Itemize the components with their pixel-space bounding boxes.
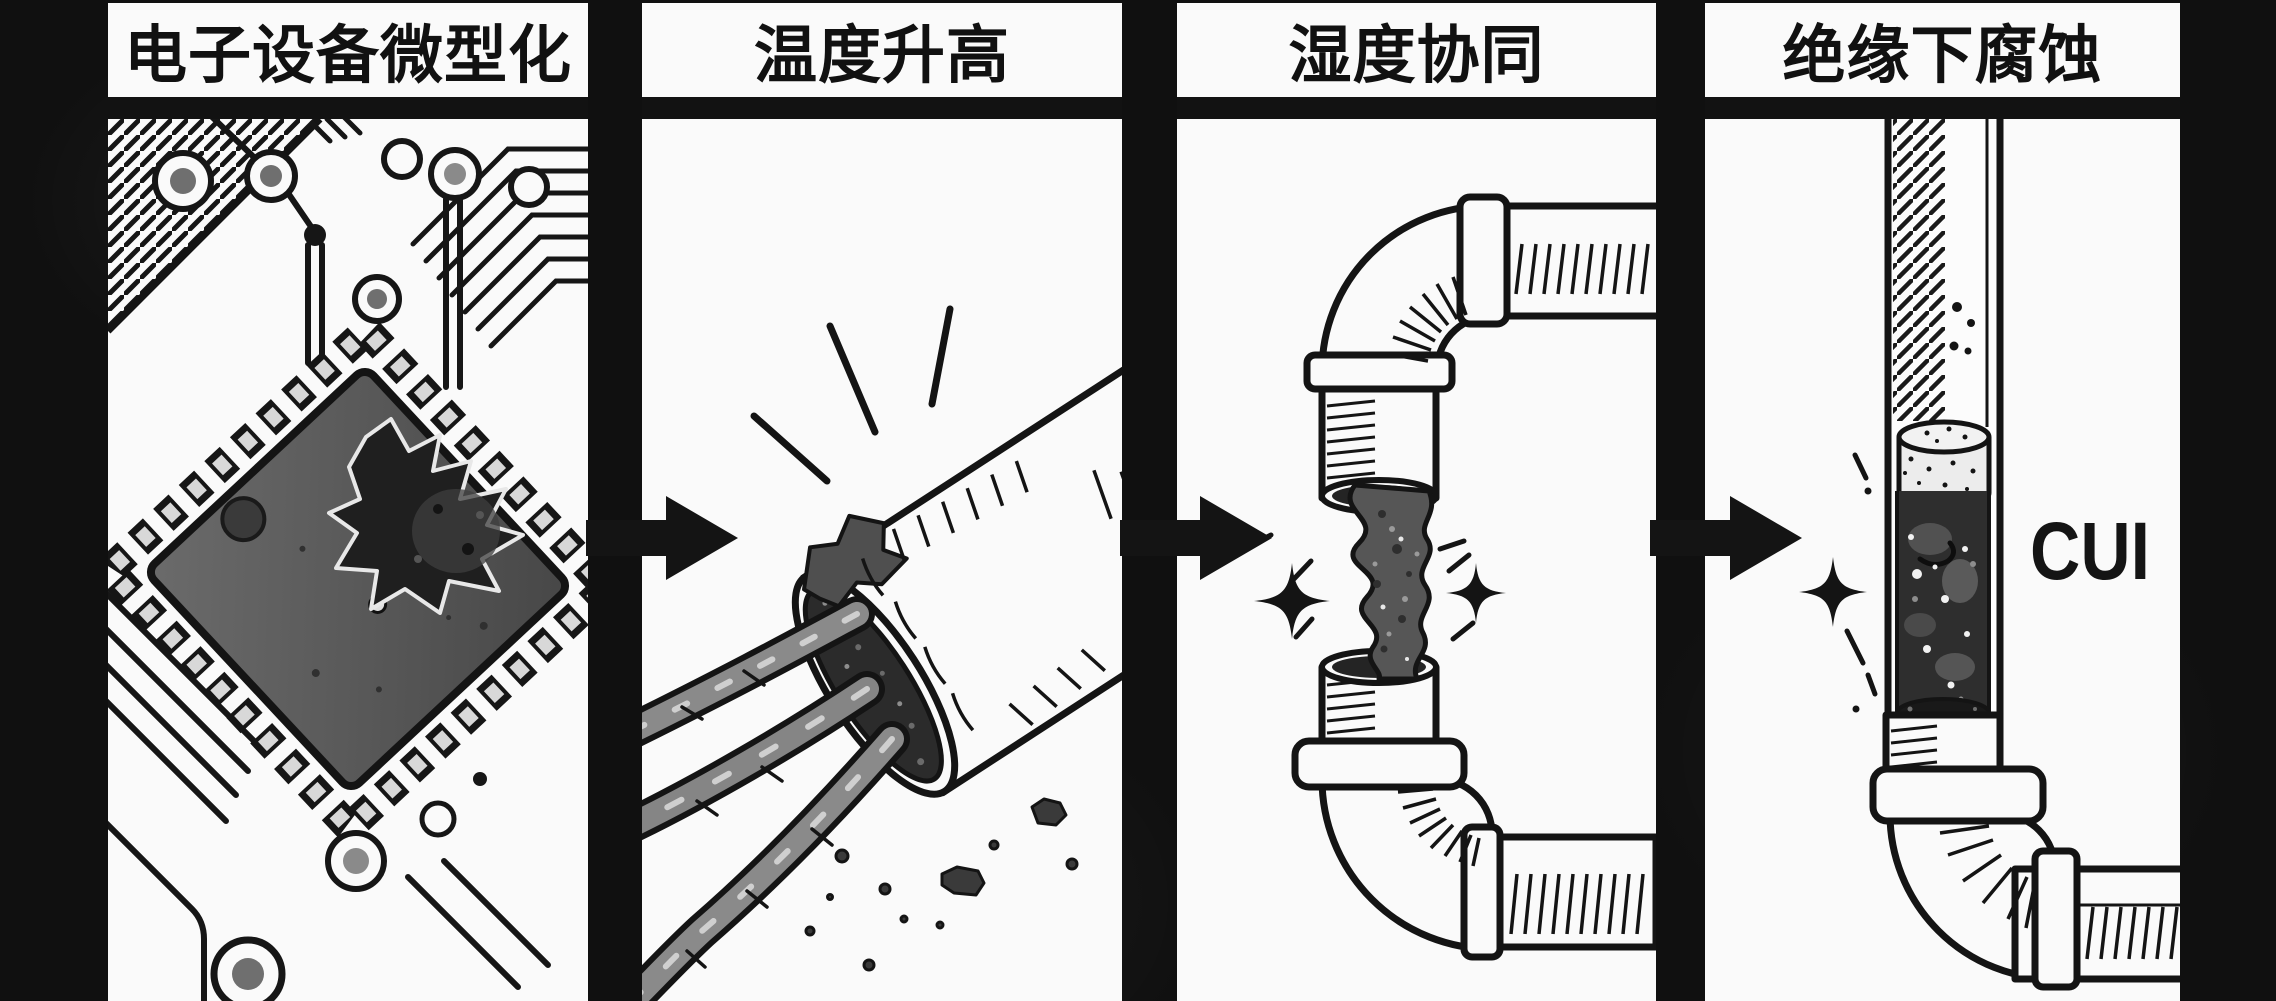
pipe-flange (1869, 765, 2047, 825)
sparkle-dashes (1844, 452, 1878, 697)
panel-title-text: 湿度协同 (1288, 20, 1545, 91)
vias (152, 138, 550, 1001)
panel-1-illustration (108, 119, 588, 1001)
flow-arrow-icon (1650, 496, 1802, 580)
panel-title-text: 电子设备微型化 (124, 20, 572, 91)
panel-title: 绝缘下腐蚀 (1705, 3, 2180, 119)
panel-humidity-synergy: 湿度协同 (1177, 3, 1656, 1001)
pipe-elbow-top (1303, 193, 1656, 502)
pipe-loop-drawing (1177, 119, 1656, 1001)
pipe-coupling (1460, 823, 1504, 961)
sparkle-icon (1254, 563, 1506, 639)
panel-title-text: 温度升高 (754, 20, 1010, 91)
overheated-conduit-drawing (642, 119, 1122, 1001)
heat-shine-lines (750, 305, 954, 485)
panel-4-illustration: CUI (1705, 119, 2180, 1001)
panel-title-text: 绝缘下腐蚀 (1782, 20, 2103, 91)
debris-flakes (804, 797, 1079, 972)
panel-3-illustration (1177, 119, 1656, 1001)
sparkle-dashes (1244, 532, 1476, 642)
pipe-elbow-bottom (1291, 663, 1656, 961)
insulation-hatch (1893, 119, 1945, 421)
pipe-coupling (2031, 847, 2081, 991)
pipe-flange (1291, 737, 1468, 791)
pipe-coupling (1456, 193, 1511, 328)
corroded-wires (642, 596, 910, 1001)
panel-2-illustration (642, 119, 1122, 1001)
circuit-board-chip-drawing (108, 119, 588, 1001)
chip-dimple (220, 496, 267, 543)
panel-temperature-rise: 温度升高 (642, 3, 1122, 1001)
panel-title: 温度升高 (642, 3, 1122, 119)
chip-corrosion-hole (327, 417, 525, 615)
flow-arrow-icon (1120, 496, 1272, 580)
insulated-pipe-cutaway-drawing: CUI (1705, 119, 2180, 1001)
panel-title: 电子设备微型化 (108, 3, 588, 119)
rim-corrosion-notch (802, 513, 909, 609)
panel-corrosion-under-insulation: 绝缘下腐蚀 (1705, 3, 2180, 1001)
panel-miniaturization: 电子设备微型化 (108, 3, 588, 1001)
pipe-elbow-bottom (1869, 711, 2180, 991)
panel-title: 湿度协同 (1177, 3, 1656, 119)
flow-arrow-icon (586, 496, 738, 580)
sparkle-icon (1799, 557, 1867, 627)
corroded-pipe-section (1347, 482, 1435, 682)
pipe-coupling (1303, 351, 1456, 393)
cui-label: CUI (2030, 506, 2150, 597)
corroded-pipe-interior (1895, 491, 1991, 729)
